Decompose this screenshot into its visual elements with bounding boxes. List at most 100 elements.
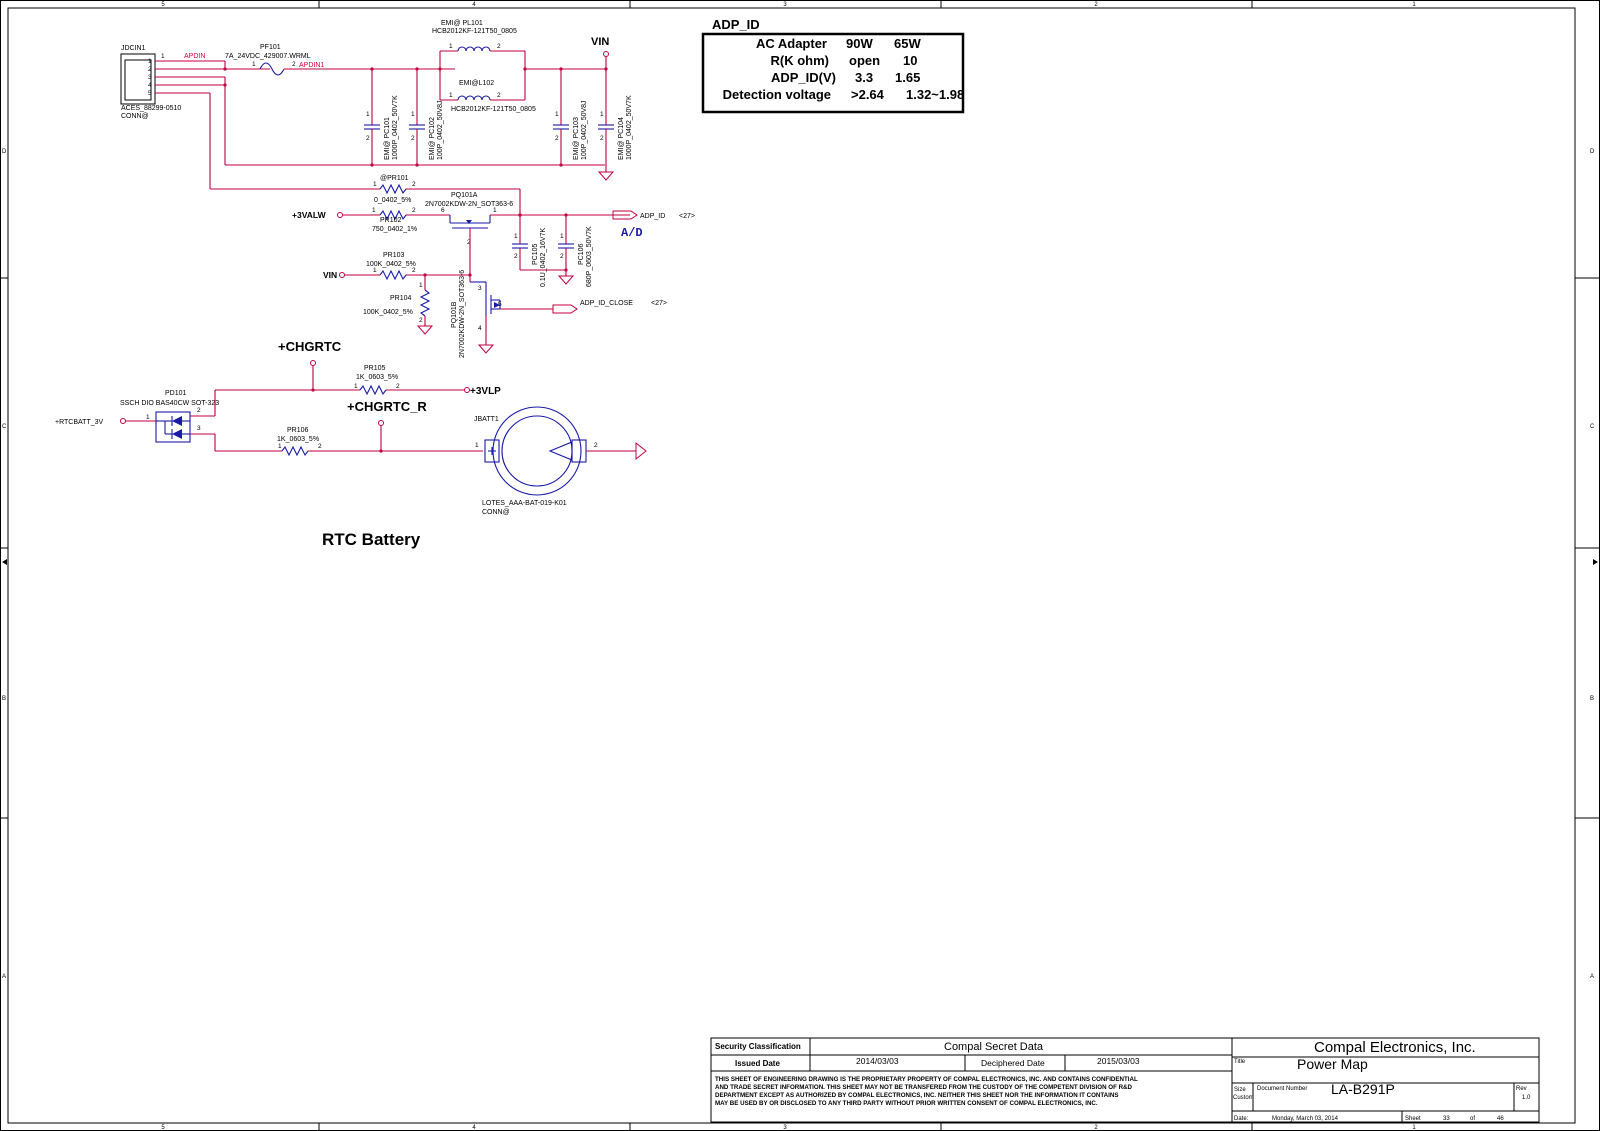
issued-date-label: Issued Date — [735, 1059, 780, 1068]
capacitor-pc105: 1 2 PC105 0.1U_0402_16V7K — [512, 213, 566, 287]
adp-row-2-col1: 3.3 — [855, 70, 873, 85]
border-col-label-4-bottom: 4 — [472, 1125, 476, 1131]
date-value: Monday, March 03, 2014 — [1272, 1116, 1339, 1122]
jdcin1-pin-1b: 1 — [148, 58, 152, 65]
pc104-pin-1: 1 — [600, 111, 604, 118]
pc101-pin-2: 2 — [366, 135, 370, 142]
pr106-pin-2: 2 — [318, 443, 322, 450]
pq101b-pin-5: 5 — [498, 301, 502, 308]
pr106-ref: PR106 — [287, 427, 309, 434]
adp-row-3-label: Detection voltage — [723, 87, 831, 102]
pc102-value: 100P_0402_50V8J — [437, 100, 444, 160]
net-apdin1-label: APDIN1 — [299, 62, 324, 69]
pr106-pin-1: 1 — [278, 443, 282, 450]
document-number-label: Document Number — [1257, 1086, 1307, 1092]
ferrite-pl101: EMI@ PL101 HCB2012KF-121T50_0805 1 2 — [432, 20, 526, 69]
jdcin1-pin-4: 4 — [148, 82, 152, 89]
jbatt1-ref: JBATT1 — [474, 416, 499, 423]
connector-jdcin1: JDCIN1 ACES_88299-0510 CONN@ 1 1 2 3 4 5 — [120, 45, 181, 120]
port-adp-id-ref: <27> — [679, 213, 695, 220]
pd101-value: SSCH DIO BAS40CW SOT-323 — [120, 400, 219, 407]
pr105-value: 1K_0603_5% — [356, 374, 398, 381]
resistor-pr103: PR103 100K_0402_5% 1 2 — [366, 252, 470, 281]
ferrite-l102: EMI@L102 HCB2012KF-121T50_0805 1 2 — [438, 67, 606, 113]
capacitor-pc101: 1 2 EMI@ PC101 1000P_0402_50V7K — [364, 67, 399, 167]
pd101-pin-3: 3 — [197, 425, 201, 432]
rev-label: Rev — [1516, 1086, 1527, 1092]
pd101-ref: PD101 — [165, 390, 187, 397]
adp-row-2-label: ADP_ID(V) — [771, 70, 836, 85]
net-vin: VIN — [591, 36, 609, 71]
net-vin-label: VIN — [591, 36, 609, 48]
pr105-pin-2: 2 — [396, 383, 400, 390]
capacitor-pc106: 1 2 PC106 680P_0603_50V7K — [557, 213, 593, 287]
border-col-label-5: 5 — [161, 2, 165, 8]
pc102-pin-1: 1 — [411, 111, 415, 118]
mosfet-pq101b: 3 5 4 PQ101B 2N7002KDW-2N_SOT363-6 — [451, 250, 553, 358]
adp-row-3-col2: 1.32~1.98 — [906, 87, 964, 102]
jbatt1-note: CONN@ — [482, 509, 510, 516]
jdcin1-pin-5: 5 — [148, 90, 152, 97]
pl101-ref: EMI@ PL101 — [441, 20, 483, 27]
adp-id-table-title: ADP_ID — [712, 17, 760, 32]
security-classification-label: Security Classification — [715, 1042, 801, 1051]
pc106-ref: PC106 — [578, 243, 585, 265]
confidential-notice-line-2: AND TRADE SECRET INFORMATION. THIS SHEET… — [715, 1084, 1133, 1091]
pr101-pin-2: 2 — [412, 181, 416, 188]
ad-note: A/D — [621, 226, 643, 240]
rev-value: 1.0 — [1522, 1095, 1531, 1101]
rtc-battery-title: RTC Battery — [322, 530, 421, 549]
pq101a-ref: PQ101A — [451, 192, 478, 199]
pr103-ref: PR103 — [383, 252, 405, 259]
border-row-label-a: A — [2, 974, 6, 980]
pr103-value: 100K_0402_5% — [366, 261, 416, 268]
pc103-pin-2: 2 — [555, 135, 559, 142]
pr101-pin-1: 1 — [373, 181, 377, 188]
pq101b-value: 2N7002KDW-2N_SOT363-6 — [459, 270, 466, 358]
pc101-ref: EMI@ PC101 — [384, 117, 391, 160]
adp-row-1-col1: open — [849, 53, 880, 68]
pf101-pin-2: 2 — [292, 61, 296, 68]
pc104-pin-2: 2 — [600, 135, 604, 142]
of-value: 46 — [1497, 1116, 1504, 1122]
pr104-ref: PR104 — [390, 295, 412, 302]
border-row-label-c: C — [2, 424, 7, 430]
resistor-pr104: PR104 100K_0402_5% 1 2 — [363, 275, 434, 335]
border-row-label-b-right: B — [1590, 696, 1594, 702]
net-apdin-label: APDIN — [184, 53, 205, 60]
l102-ref: EMI@L102 — [459, 80, 494, 87]
capacitor-pc102: 1 2 EMI@ PC102 100P_0402_50V8J — [409, 67, 444, 167]
pc103-value: 100P_0402_50V8J — [581, 100, 588, 160]
jdcin1-ref: JDCIN1 — [121, 45, 146, 52]
pq101a-pin-6: 6 — [441, 207, 445, 214]
border-col-label-1-bottom: 1 — [1412, 1125, 1416, 1131]
pd101-pin-1: 1 — [146, 414, 150, 421]
resistor-pr101: @PR101 0_0402_5% 1 2 — [210, 175, 521, 215]
pq101b-ref: PQ101B — [451, 301, 458, 328]
l102-value: HCB2012KF-121T50_0805 — [451, 106, 536, 113]
pq101b-pin-4: 4 — [478, 325, 482, 332]
pc105-pin-1: 1 — [514, 233, 518, 240]
border-col-label-5-bottom: 5 — [161, 1125, 165, 1131]
net-3valw-label: +3VALW — [292, 210, 327, 220]
border-row-label-a-right: A — [1590, 974, 1594, 980]
date-label: Date: — [1234, 1116, 1249, 1122]
sheet-value: 33 — [1443, 1116, 1450, 1122]
pq101a-pin-1: 1 — [493, 207, 497, 214]
pc106-pin-1: 1 — [560, 233, 564, 240]
port-adp-id: ADP_ID <27> A/D — [612, 210, 695, 240]
of-label: of — [1470, 1116, 1475, 1122]
net-chgrtc: +CHGRTC — [278, 339, 342, 392]
jdcin1-pin-3: 3 — [148, 74, 152, 81]
pq101a-value: 2N7002KDW-2N_SOT363-6 — [425, 201, 513, 208]
pr102-ref: PR102 — [380, 217, 402, 224]
port-adp-id-close-ref: <27> — [651, 300, 667, 307]
jbatt1-pin-1: 1 — [475, 442, 479, 449]
confidential-notice-line-4: MAY BE USED BY OR DISCLOSED TO ANY THIRD… — [715, 1100, 1098, 1107]
port-adp-id-close: ADP_ID_CLOSE <27> — [552, 300, 667, 314]
jbatt1-part: LOTES_AAA-BAT-019-K01 — [482, 500, 567, 507]
net-chgrtc-r-label: +CHGRTC_R — [347, 399, 427, 414]
confidential-notice-line-1: THIS SHEET OF ENGINEERING DRAWING IS THE… — [715, 1076, 1138, 1083]
port-adp-id-close-label: ADP_ID_CLOSE — [580, 300, 633, 307]
adp-row-3-col1: >2.64 — [851, 87, 885, 102]
